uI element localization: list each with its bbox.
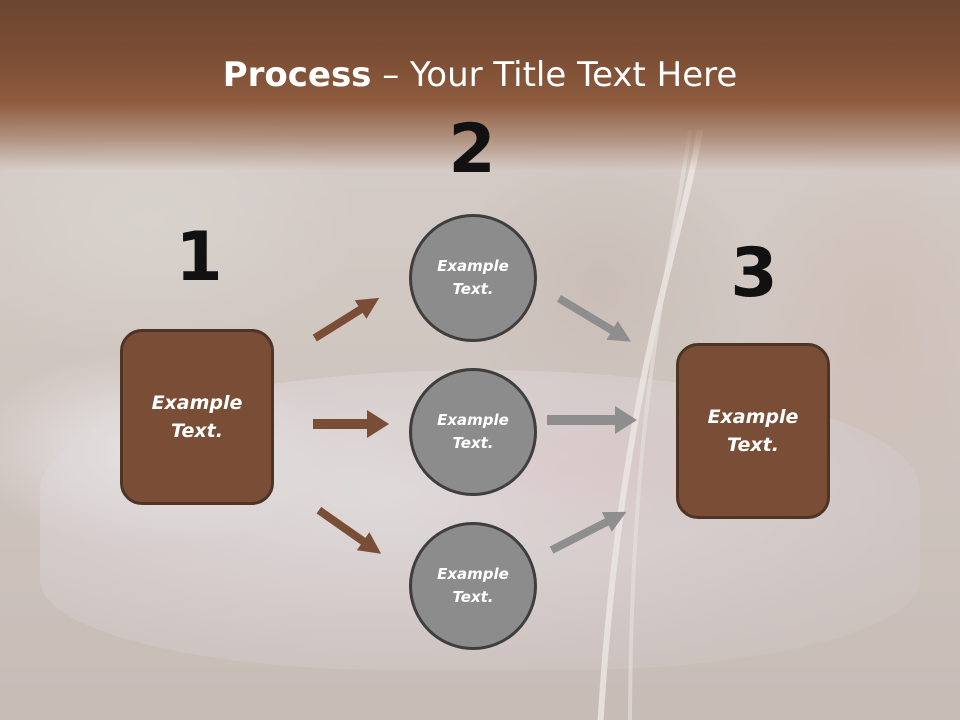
process-circle-bottom: Example Text. (409, 522, 537, 650)
left-box-line1: Example (151, 391, 243, 414)
arrow-left-up (312, 297, 380, 342)
step-number-2: 2 (448, 110, 496, 189)
arrow-right-middle (547, 406, 637, 434)
circle-top-line2: Text. (452, 280, 494, 298)
title-bold-part: Process (222, 55, 372, 95)
slide-title: Process – Your Title Text Here (0, 55, 960, 95)
arrow-left-down (316, 506, 382, 554)
circle-top-line1: Example (437, 256, 509, 275)
step-number-1: 1 (175, 218, 223, 297)
title-band (0, 0, 960, 170)
process-circle-middle: Example Text. (409, 368, 537, 496)
iron-cord-shape (597, 130, 703, 720)
step-number-3: 3 (730, 234, 778, 313)
arrow-right-down (556, 294, 632, 342)
circle-middle-line2: Text. (452, 434, 494, 452)
left-box-line2: Text. (171, 420, 223, 442)
circle-middle-line1: Example (437, 410, 509, 429)
arrow-right-up (549, 511, 627, 554)
arrow-left-middle (313, 410, 389, 438)
circle-bottom-line1: Example (437, 564, 509, 583)
title-rest-part: – Your Title Text Here (371, 55, 738, 95)
right-box-line2: Text. (727, 434, 779, 456)
right-process-box: Example Text. (676, 343, 830, 519)
right-box-line1: Example (707, 405, 799, 428)
left-process-box: Example Text. (120, 329, 274, 505)
circle-bottom-line2: Text. (452, 588, 494, 606)
process-circle-top: Example Text. (409, 214, 537, 342)
